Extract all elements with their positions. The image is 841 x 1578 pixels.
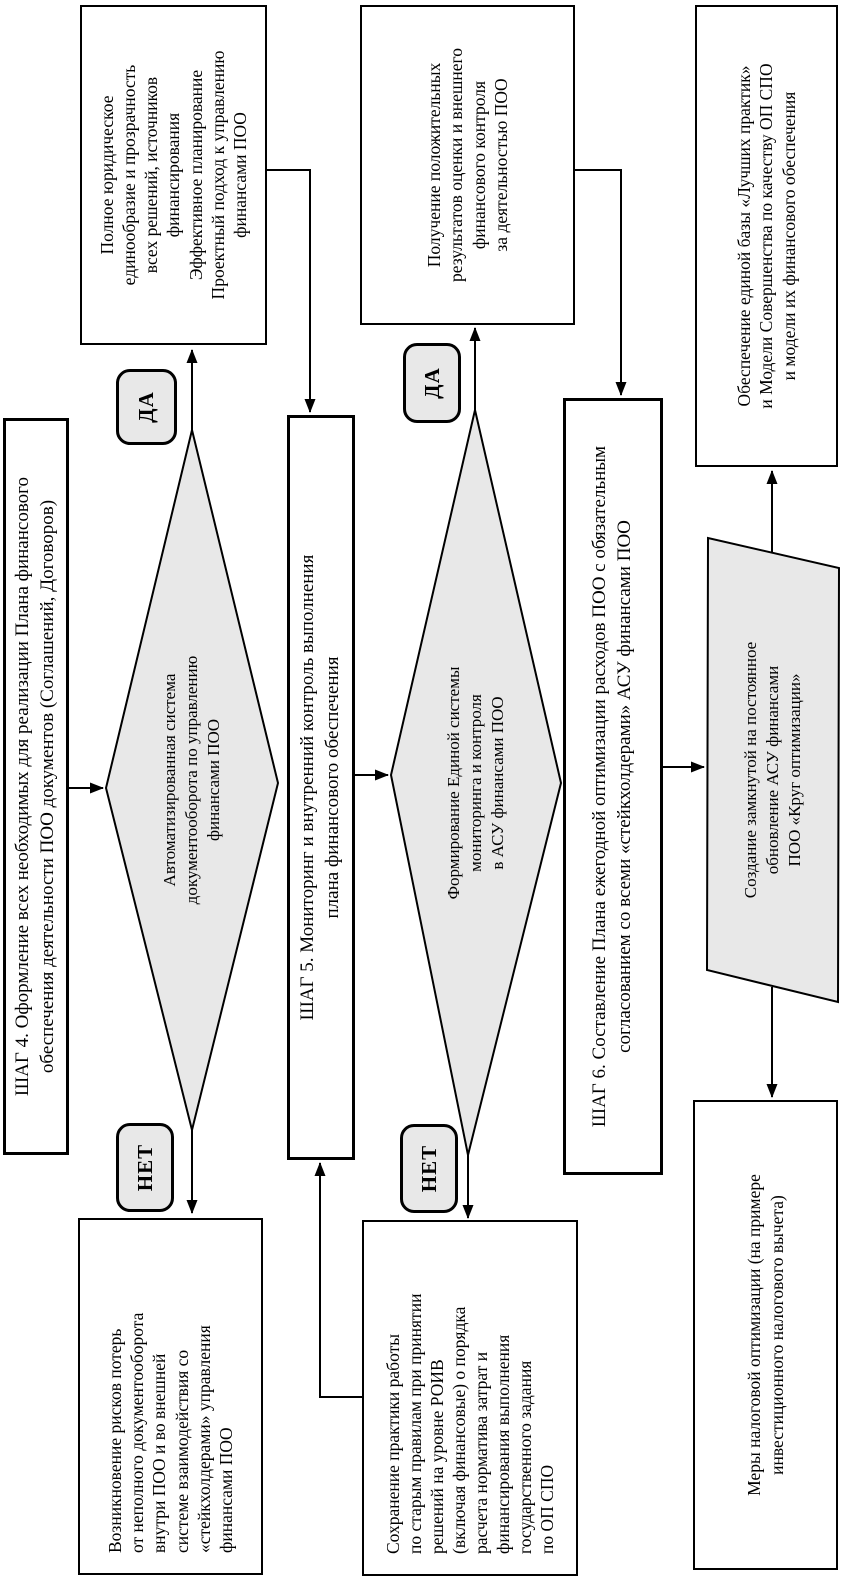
decision4-text: Автоматизированная система документообор… [159,655,224,905]
step4-label: ШАГ 4. Оформление всех необходимых для р… [12,477,58,1097]
step5-label: ШАГ 5. Мониторинг и внутренний контроль … [297,554,343,1021]
outcome4-no-box: Возникновение рисков потерь от неполного… [78,1218,263,1575]
optimization-loop-parallelogram [705,536,841,1004]
yes-label: ДА [134,391,158,423]
connector-outcome5yes-to-step6 [575,169,627,396]
best-practices-label: Обеспечение единой базы «Лучших практик»… [734,63,799,409]
outcome5-no-box: Сохранение практики работы по старым пра… [362,1220,578,1576]
yes-label: ДА [419,367,444,399]
connector-outcome5no-to-step5 [314,1162,362,1398]
outcome5-yes-box: Получение положительных результатов оцен… [360,5,575,325]
decision4-no-label-pill: НЕТ [116,1123,174,1212]
decision5-yes-label-pill: ДА [403,343,461,423]
step6-process-box: ШАГ 6. Составление Плана ежегодной оптим… [563,398,663,1175]
step4-process-box: ШАГ 4. Оформление всех необходимых для р… [3,418,69,1155]
outcome4-no-label: Возникновение рисков потерь от неполного… [105,1312,236,1553]
no-label: НЕТ [132,1143,157,1192]
outcome5-no-label: Сохранение практики работы по старым пра… [382,1293,558,1554]
decision5-text: Формирование Единой системы мониторинга … [443,666,508,900]
outcome4-yes-label: Полное юридическое единообразие и прозра… [97,50,250,300]
no-label: НЕТ [416,1144,441,1193]
outcome4-yes-box: Полное юридическое единообразие и прозра… [80,5,267,345]
step6-label: ШАГ 6. Составление Плана ежегодной оптим… [589,445,635,1128]
best-practices-box: Обеспечение единой базы «Лучших практик»… [695,5,838,467]
tax-measures-box: Меры налоговой оптимизации (на примере и… [693,1100,838,1570]
connector-outcome4yes-to-step5 [267,169,316,413]
tax-measures-label: Меры налоговой оптимизации (на примере и… [744,1174,787,1496]
step5-process-box: ШАГ 5. Мониторинг и внутренний контроль … [287,415,355,1160]
outcome5-yes-label: Получение положительных результатов оцен… [424,48,511,283]
optimization-loop-text: Создание замкнутой на постоянное обновле… [740,641,805,899]
decision5-no-label-pill: НЕТ [400,1124,458,1213]
decision4-yes-label-pill: ДА [116,369,177,445]
